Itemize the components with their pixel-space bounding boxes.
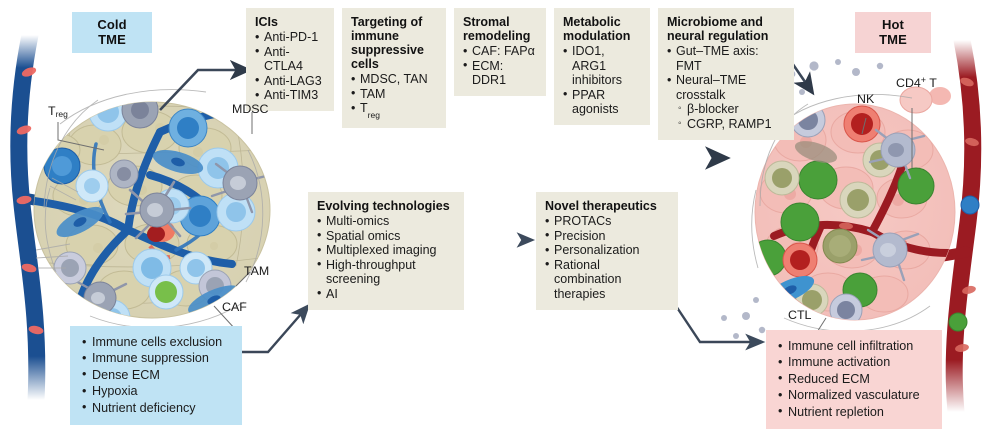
box-icis-list: Anti-PD-1 Anti-CTLA4 Anti-LAG3 Anti-TIM3	[255, 30, 325, 103]
list-item: Nutrient repletion	[778, 403, 932, 420]
box-hot-features: Immune cell infiltration Immune activati…	[766, 330, 942, 429]
list-item: Anti-CTLA4	[255, 44, 325, 74]
label-caf: CAF	[222, 300, 247, 314]
box-stromal-list: CAF: FAPα ECM: DDR1	[463, 44, 537, 88]
badge-cold-tme: Cold TME	[72, 12, 152, 53]
list-item: CGRP, RAMP1	[667, 117, 785, 132]
arrow-novel-to-hot-features	[671, 299, 766, 351]
list-item: Normalized vasculature	[778, 387, 932, 404]
list-item: PROTACs	[545, 214, 669, 229]
box-novel-title: Novel therapeutics	[545, 199, 657, 213]
list-item: Immune cell infiltration	[778, 337, 932, 354]
list-item: TAM	[351, 86, 437, 102]
list-item: Treg	[351, 101, 437, 120]
list-item: Anti-PD-1	[255, 30, 325, 45]
box-targeting-title: Targeting of immune suppressive cells	[351, 15, 424, 71]
box-icis-title: ICIs	[255, 15, 278, 29]
list-item: Multiplexed imaging	[317, 243, 455, 258]
list-item: Personalization	[545, 243, 669, 258]
box-evolving-technologies: Evolving technologies Multi-omics Spatia…	[308, 192, 464, 310]
box-evolving-title: Evolving technologies	[317, 199, 450, 213]
box-metabolic-modulation: Metabolic modulation IDO1, ARG1 inhibito…	[554, 8, 650, 125]
list-item: MDSC, TAN	[351, 72, 437, 87]
box-targeting-immune-suppressive-cells: Targeting of immune suppressive cells MD…	[342, 8, 446, 129]
list-item: PPAR agonists	[563, 87, 641, 117]
list-item: Anti-LAG3	[255, 73, 325, 89]
hot-nk-cells	[782, 105, 881, 278]
list-item: Hypoxia	[82, 383, 232, 400]
hot-features-list: Immune cell infiltration Immune activati…	[778, 337, 932, 420]
cold-macrophages	[53, 102, 268, 318]
box-novel-list: PROTACs Precision Personalization Ration…	[545, 214, 669, 302]
label-tam: TAM	[244, 264, 270, 278]
list-item: AI	[317, 286, 455, 302]
list-item: High-throughput screening	[317, 257, 455, 287]
list-item: Neural–TME crosstalk	[667, 73, 785, 102]
box-targeting-list: MDSC, TAN TAM Treg	[351, 72, 437, 120]
list-item: Reduced ECM	[778, 370, 932, 387]
list-item: Dense ECM	[82, 366, 232, 383]
arrow-cold-features-to-evolving	[240, 303, 311, 354]
list-item: Anti-TIM3	[255, 88, 325, 103]
box-metabolic-title: Metabolic modulation	[563, 15, 631, 43]
cold-cafs	[56, 150, 240, 315]
box-evolving-list: Multi-omics Spatial omics Multiplexed im…	[317, 214, 455, 302]
list-item: Nutrient deficiency	[82, 399, 232, 416]
box-icis: ICIs Anti-PD-1 Anti-CTLA4 Anti-LAG3 Anti…	[246, 8, 334, 111]
label-leader-lines	[57, 108, 913, 341]
box-microbiome-neural-regulation: Microbiome and neural regulation Gut–TME…	[658, 8, 794, 140]
list-item: CAF: FAPα	[463, 44, 537, 59]
cold-features-list: Immune cells exclusion Immune suppressio…	[82, 333, 232, 416]
list-item: Spatial omics	[317, 228, 455, 244]
box-microbiome-list: Gut–TME axis: FMT Neural–TME crosstalk β…	[667, 43, 785, 132]
list-item: Rational combination therapies	[545, 257, 669, 302]
box-stromal-remodeling: Stromal remodeling CAF: FAPα ECM: DDR1	[454, 8, 546, 96]
list-item: Gut–TME axis: FMT	[667, 43, 785, 73]
list-item: Precision	[545, 228, 669, 244]
box-microbiome-title: Microbiome and neural regulation	[667, 15, 769, 43]
label-nk: NK	[857, 92, 875, 106]
list-item: ECM: DDR1	[463, 58, 537, 88]
label-cd4-t: CD4+ T	[896, 75, 937, 90]
list-item: Immune suppression	[82, 350, 232, 367]
list-item: IDO1, ARG1 inhibitors	[563, 44, 641, 88]
list-item: β-blocker	[667, 102, 785, 117]
hot-ctls	[755, 142, 935, 317]
box-cold-features: Immune cells exclusion Immune suppressio…	[70, 326, 242, 426]
badge-hot-tme: Hot TME	[855, 12, 931, 53]
label-mdsc: MDSC	[232, 102, 269, 116]
box-metabolic-list: IDO1, ARG1 inhibitors PPAR agonists	[563, 44, 641, 117]
label-treg: Treg	[48, 104, 68, 119]
list-item: Immune activation	[778, 354, 932, 371]
list-item: Multi-omics	[317, 214, 455, 229]
label-ctl: CTL	[788, 308, 812, 322]
list-item: Immune cells exclusion	[82, 333, 232, 350]
box-stromal-title: Stromal remodeling	[463, 15, 531, 43]
box-novel-therapeutics: Novel therapeutics PROTACs Precision Per…	[536, 192, 678, 310]
